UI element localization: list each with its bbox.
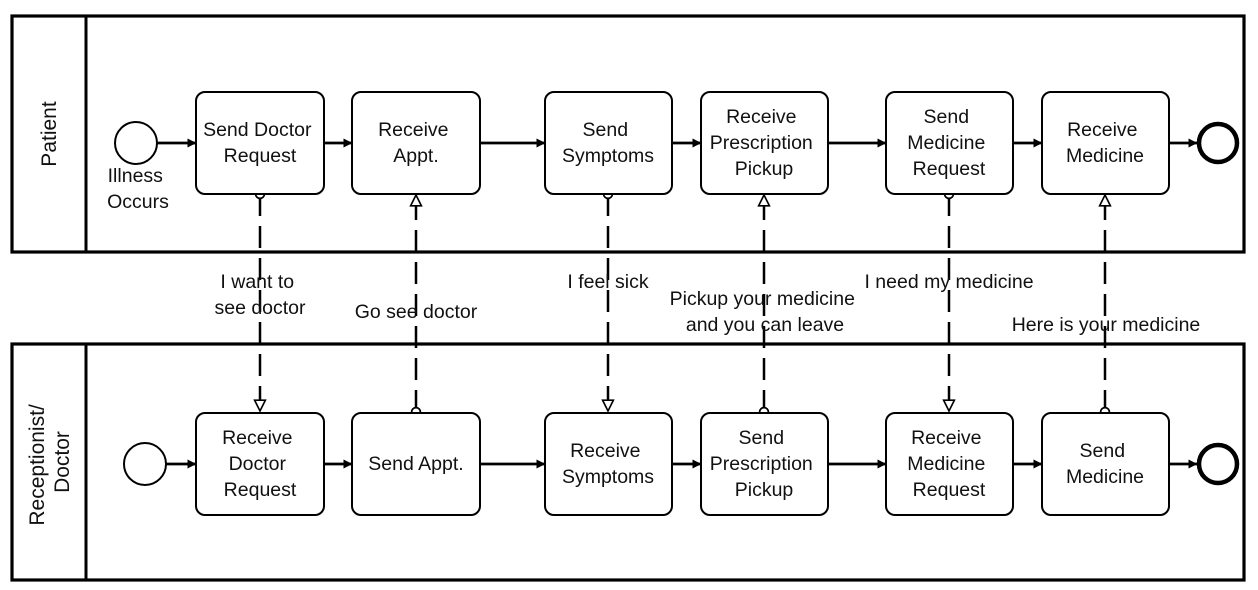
task-label: Send Prescription Pickup <box>710 427 818 501</box>
task-label: Receive Medicine Request <box>907 427 990 501</box>
patient-start-event <box>114 121 158 165</box>
task-box <box>351 91 481 195</box>
task-box <box>885 91 1014 195</box>
task-box <box>1041 412 1170 516</box>
task-box <box>544 91 673 195</box>
task-receive-medicine: Receive Medicine <box>1041 91 1170 195</box>
patient-tasks: Send Doctor Request Receive Appt. Send S… <box>195 91 1170 195</box>
task-box <box>700 91 829 195</box>
task-box <box>700 412 829 516</box>
task-label: Receive Doctor Request <box>222 427 298 501</box>
message-label-go-see-doctor: Go see doctor <box>355 301 478 323</box>
task-receive-appt: Receive Appt. <box>351 91 481 195</box>
task-label: Receive Prescription Pickup <box>710 106 818 180</box>
task-send-appt: Send Appt. <box>351 412 481 516</box>
task-send-medicine: Send Medicine <box>1041 412 1170 516</box>
task-send-prescription-pickup: Send Prescription Pickup <box>700 412 829 516</box>
receptionist-tasks: Receive Doctor Request Send Appt. Receiv… <box>195 412 1170 516</box>
task-label: Receive Symptoms <box>562 440 654 488</box>
task-box <box>351 412 481 516</box>
task-box <box>544 412 673 516</box>
receptionist-start-event <box>123 442 167 486</box>
message-labels: I want to see doctor Go see doctor I fee… <box>214 271 1200 336</box>
task-send-doctor-request: Send Doctor Request <box>195 91 325 195</box>
task-label: Send Appt. <box>368 453 463 475</box>
task-label: Send Doctor Request <box>203 119 317 167</box>
patient-start-event-label: Illness Occurs <box>107 165 169 213</box>
task-receive-doctor-request: Receive Doctor Request <box>195 412 325 516</box>
task-box <box>885 412 1014 516</box>
task-box <box>1041 91 1170 195</box>
task-send-symptoms: Send Symptoms <box>544 91 673 195</box>
task-label: Send Medicine Request <box>907 106 990 180</box>
message-label-pickup-medicine: Pickup your medicine and you can leave <box>670 288 861 336</box>
task-label: Receive Medicine <box>1066 119 1144 167</box>
task-label: Send Symptoms <box>562 119 654 167</box>
pool-patient-label: Patient <box>38 101 61 167</box>
task-send-medicine-request: Send Medicine Request <box>885 91 1014 195</box>
task-label: Send Medicine <box>1066 440 1144 488</box>
receptionist-end-event <box>1196 442 1240 486</box>
task-receive-symptoms: Receive Symptoms <box>544 412 673 516</box>
patient-end-event <box>1196 121 1240 165</box>
pool-receptionist-label: Receptionist/ Doctor <box>26 398 74 525</box>
task-label: Receive Appt. <box>378 119 454 167</box>
message-label-need-medicine: I need my medicine <box>864 271 1033 293</box>
message-label-here-is-medicine: Here is your medicine <box>1012 314 1201 336</box>
task-receive-prescription-pickup: Receive Prescription Pickup <box>700 91 829 195</box>
message-label-want-to-see-doctor: I want to see doctor <box>214 271 306 319</box>
task-box <box>195 91 325 195</box>
message-label-feel-sick: I feel sick <box>567 271 649 293</box>
task-box <box>195 412 325 516</box>
message-flows <box>260 194 1105 412</box>
task-receive-medicine-request: Receive Medicine Request <box>885 412 1014 516</box>
